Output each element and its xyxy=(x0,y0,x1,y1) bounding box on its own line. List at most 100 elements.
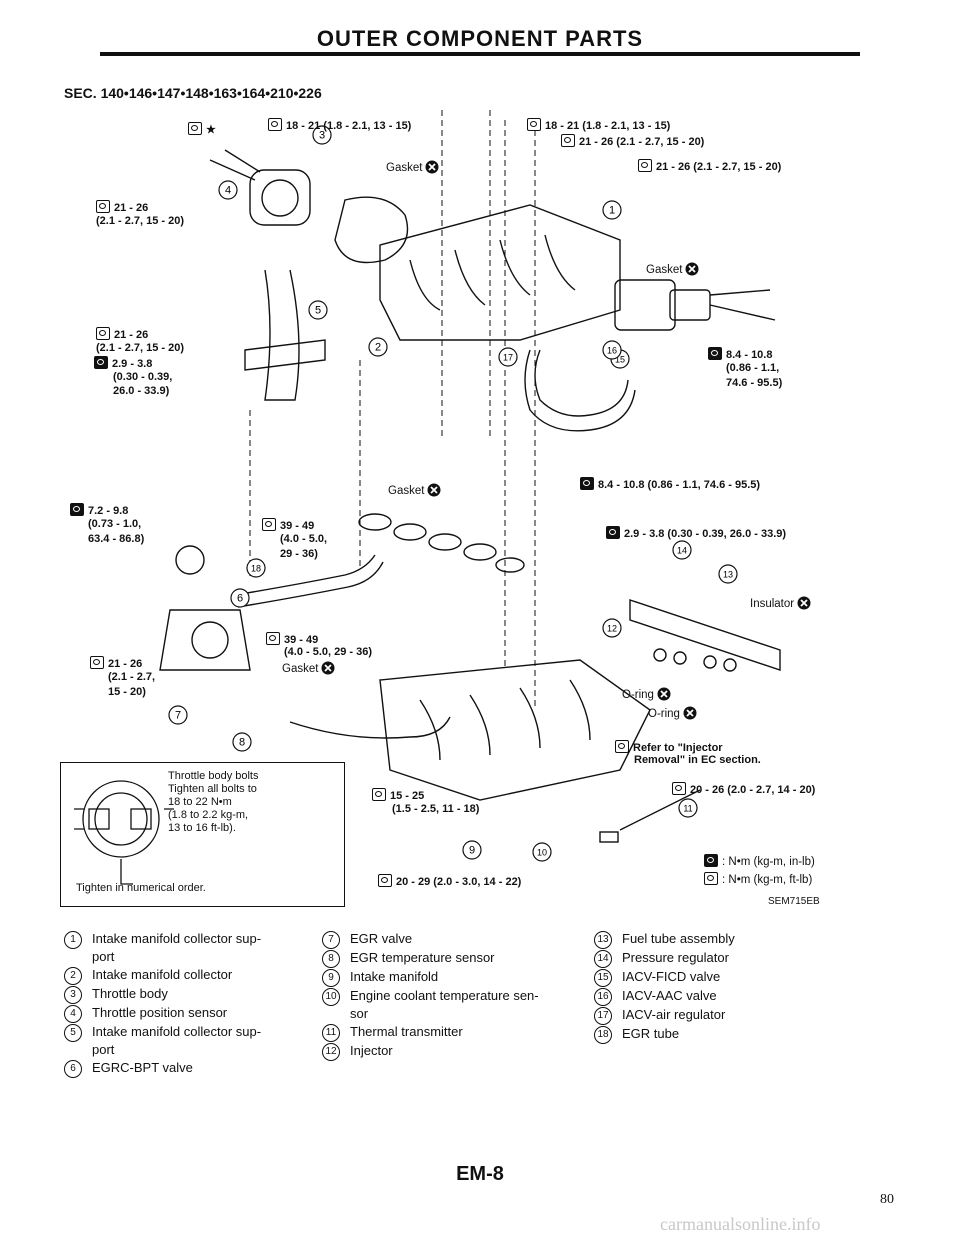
collector-shape xyxy=(379,204,621,341)
figure-code: SEM715EB xyxy=(768,896,820,907)
torque-spec-detail: 63.4 - 86.8) xyxy=(88,533,145,545)
legend-item: 16 IACV-AAC valve xyxy=(594,987,834,1006)
torque-spec: 21 - 26 xyxy=(96,200,148,215)
torque-spec: 8.4 - 10.8 (0.86 - 1.1, 74.6 - 95.5) xyxy=(580,477,760,492)
replace-part-icon xyxy=(427,483,441,497)
torque-spec-detail: (4.0 - 5.0, xyxy=(280,533,328,545)
legend-item: 3 Throttle body xyxy=(64,985,314,1004)
inset-note: Throttle body bolts Tighten all bolts to… xyxy=(168,770,259,834)
wrench-icon xyxy=(672,782,686,795)
torque-star-marker: ★ xyxy=(188,122,216,137)
legend-number: 7 xyxy=(322,931,340,949)
wrench-icon xyxy=(708,347,722,360)
fuel-tube-shape xyxy=(629,599,781,671)
egr-tube-shape xyxy=(234,554,376,596)
torque-spec: 15 - 25 xyxy=(372,788,424,803)
legend-text: IACV-AAC valve xyxy=(622,988,717,1003)
wrench-icon xyxy=(94,356,108,369)
oring-label: O-ring xyxy=(622,687,671,702)
callout-number: 13 xyxy=(723,570,733,580)
wrench-icon xyxy=(262,518,276,531)
legend-text: Intake manifold collector sup- port xyxy=(92,1024,262,1057)
callout-number: 14 xyxy=(677,546,687,556)
refer-note-detail: Removal" in EC section. xyxy=(634,754,761,766)
legend-item: 15 IACV-FICD valve xyxy=(594,968,834,987)
gasket-label: Gasket xyxy=(388,483,441,498)
torque-spec: 8.4 - 10.8 xyxy=(708,347,772,362)
torque-spec: 20 - 26 (2.0 - 2.7, 14 - 20) xyxy=(672,782,815,797)
callout-number: 12 xyxy=(607,624,617,634)
legend-number: 1 xyxy=(64,931,82,949)
wrench-icon xyxy=(372,788,386,801)
callout-11: 11 xyxy=(678,798,698,818)
callout-number: 10 xyxy=(537,848,547,858)
torque-spec: 21 - 26 xyxy=(96,327,148,342)
wrench-icon xyxy=(615,740,629,753)
callout-number: 1 xyxy=(609,205,615,217)
torque-spec-detail: (2.1 - 2.7, 15 - 20) xyxy=(96,342,185,354)
torque-spec: 20 - 29 (2.0 - 3.0, 14 - 22) xyxy=(378,874,521,889)
legend-text: EGR temperature sensor xyxy=(350,950,495,965)
callout-14: 14 xyxy=(672,540,692,560)
callout-16: 16 xyxy=(602,340,622,360)
torque-spec-detail: (0.30 - 0.39, xyxy=(113,371,173,383)
throttle-body-inset-drawing xyxy=(74,780,174,885)
legend-number: 12 xyxy=(322,1043,340,1061)
legend-text: Thermal transmitter xyxy=(350,1024,463,1039)
legend-number: 5 xyxy=(64,1024,82,1042)
torque-spec: 39 - 49 xyxy=(262,518,314,533)
legend-number: 4 xyxy=(64,1005,82,1023)
callout-number: 4 xyxy=(225,185,231,197)
torque-spec: 39 - 49 xyxy=(266,632,318,647)
callout-12: 12 xyxy=(602,618,622,638)
wrench-icon xyxy=(266,632,280,645)
intake-manifold-shape xyxy=(379,659,651,801)
callout-7: 7 xyxy=(168,705,188,725)
throttle-bolt-inset xyxy=(60,762,345,907)
legend-number: 9 xyxy=(322,969,340,987)
torque-spec: 18 - 21 (1.8 - 2.1, 13 - 15) xyxy=(268,118,411,133)
legend-text: IACV-air regulator xyxy=(622,1007,726,1022)
callout-number: 16 xyxy=(607,346,617,356)
legend-number: 10 xyxy=(322,988,340,1006)
wrench-icon xyxy=(527,118,541,131)
legend-number: 18 xyxy=(594,1026,612,1044)
torque-spec: 21 - 26 (2.1 - 2.7, 15 - 20) xyxy=(638,159,781,174)
callout-number: 15 xyxy=(615,355,625,365)
legend-text: Throttle body xyxy=(92,986,168,1001)
gasket-label: Gasket xyxy=(646,262,699,277)
callout-number: 11 xyxy=(683,804,692,814)
legend-text: Intake manifold collector sup- port xyxy=(92,931,262,964)
legend-number: 16 xyxy=(594,988,612,1006)
legend-item: 5 Intake manifold collector sup- port xyxy=(64,1023,314,1059)
callout-6: 6 xyxy=(230,588,250,608)
wrench-icon xyxy=(580,477,594,490)
legend-text: IACV-FICD valve xyxy=(622,969,721,984)
legend-item: 18 EGR tube xyxy=(594,1025,834,1044)
callout-1: 1 xyxy=(602,200,622,220)
torque-spec: 21 - 26 (2.1 - 2.7, 15 - 20) xyxy=(561,134,704,149)
wrench-icon xyxy=(704,854,718,867)
legend-text: Throttle position sensor xyxy=(92,1005,228,1020)
torque-spec-detail: (1.5 - 2.5, 11 - 18) xyxy=(392,803,480,815)
wrench-icon xyxy=(90,656,104,669)
callout-number: 8 xyxy=(239,737,245,749)
legend-number: 3 xyxy=(64,986,82,1004)
legend-text: EGR tube xyxy=(622,1026,680,1041)
callout-2: 2 xyxy=(368,337,388,357)
page-code: EM-8 xyxy=(456,1163,504,1185)
legend-text: Intake manifold collector xyxy=(92,967,233,982)
torque-spec-detail: 74.6 - 95.5) xyxy=(726,377,783,389)
wrench-icon xyxy=(638,159,652,172)
section-numbers: SEC. 140•146•147•148•163•164•210•226 xyxy=(64,85,322,101)
legend-number: 2 xyxy=(64,967,82,985)
legend-number: 15 xyxy=(594,969,612,987)
torque-spec: 7.2 - 9.8 xyxy=(70,503,128,518)
callout-17: 17 xyxy=(498,347,518,367)
